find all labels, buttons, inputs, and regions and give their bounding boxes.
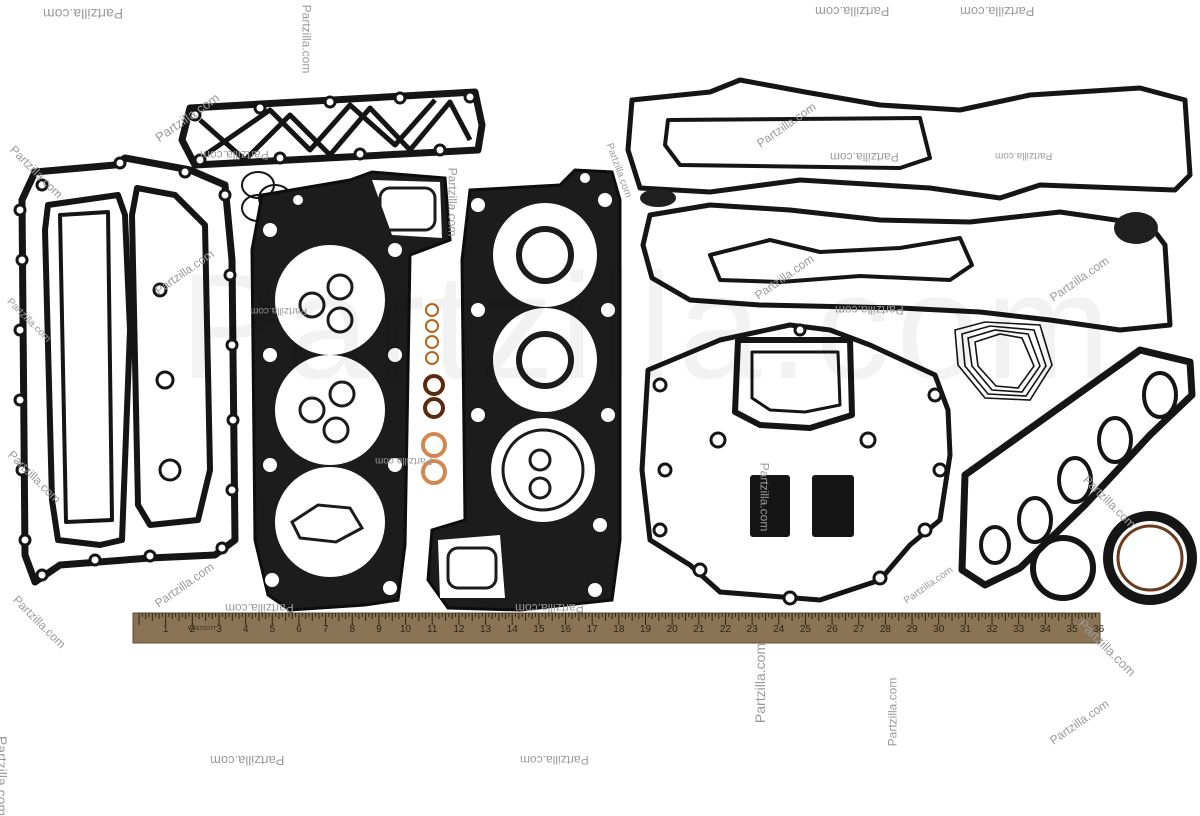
- exhaust-manifold-gasket: [958, 346, 1196, 589]
- ruler-number: 9: [376, 624, 382, 635]
- ruler-number: 6: [296, 624, 302, 635]
- ruler-number: 19: [640, 624, 652, 635]
- ruler-number: 26: [827, 624, 839, 635]
- ruler-number: 32: [986, 624, 998, 635]
- valve-cover-gasket-upper: [625, 77, 1193, 201]
- ruler-number: 35: [1066, 624, 1078, 635]
- ruler-number: 34: [1040, 624, 1052, 635]
- cylinder-head-gasket-left: [250, 170, 452, 612]
- ruler-number: 17: [587, 624, 599, 635]
- ruler-number: 1: [163, 624, 169, 635]
- rubber-seals: [750, 475, 854, 537]
- ruler-number: 25: [800, 624, 812, 635]
- ruler-number: 13: [480, 624, 492, 635]
- ruler-number: 2: [190, 624, 196, 635]
- ruler-number: 27: [853, 624, 865, 635]
- ruler-number: 20: [667, 624, 679, 635]
- ruler-number: 36: [1093, 624, 1105, 635]
- ruler-number: 12: [453, 624, 465, 635]
- measuring-ruler: WESTCOTT: [132, 612, 1101, 644]
- ruler-number: 33: [1013, 624, 1025, 635]
- ruler-number: 7: [323, 624, 329, 635]
- rubber-caps: [640, 189, 1158, 244]
- ruler-number: 15: [533, 624, 545, 635]
- ruler-number: 8: [349, 624, 355, 635]
- driveshaft-housing-gasket: [639, 322, 953, 606]
- cylinder-head-gasket-right: [426, 168, 622, 612]
- ruler-number: 23: [747, 624, 759, 635]
- ruler-number: 10: [400, 624, 412, 635]
- oil-seals: [1030, 511, 1197, 605]
- ruler-number: 31: [960, 624, 972, 635]
- ruler-number: 30: [933, 624, 945, 635]
- ruler-number: 22: [720, 624, 732, 635]
- ruler-number: 11: [427, 624, 438, 635]
- ruler-number: 29: [907, 624, 919, 635]
- intake-manifold-gasket: [178, 88, 486, 169]
- ruler-number: 28: [880, 624, 892, 635]
- wire-rings: [954, 321, 1053, 401]
- valve-cover-gasket-lower: [640, 202, 1173, 333]
- exhaust-cover-gasket: [13, 154, 240, 586]
- ruler-number: 5: [270, 624, 276, 635]
- ruler-number: 3: [216, 624, 222, 635]
- copper-washers: [421, 303, 447, 485]
- ruler-number: 18: [613, 624, 625, 635]
- ruler-number: 24: [773, 624, 785, 635]
- ruler-number: 16: [560, 624, 572, 635]
- ruler-number: 21: [693, 624, 705, 635]
- ruler-number: 14: [507, 624, 519, 635]
- ruler-brand-label: WESTCOTT: [188, 626, 216, 632]
- ruler-number: 4: [243, 624, 249, 635]
